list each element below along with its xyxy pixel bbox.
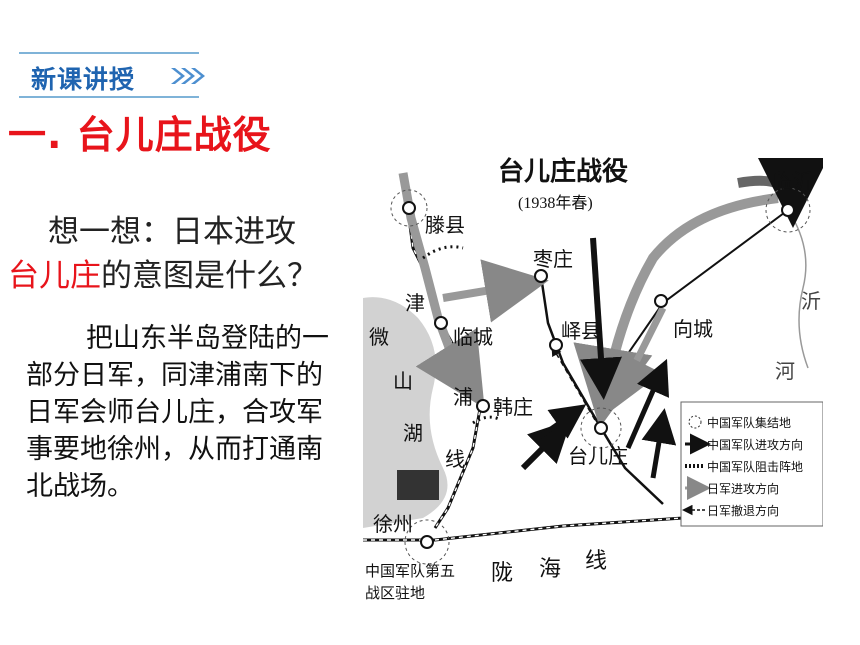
longhai-char-2: 海 [539, 556, 561, 581]
taierzhuang-dot [594, 421, 608, 435]
cn-attack-e [625, 358, 670, 450]
legend-label-4: 日军撤退方向 [707, 503, 779, 518]
label-lincheng: 临城 [453, 326, 493, 349]
yixian-dot [549, 338, 563, 352]
jp-retreat [551, 345, 596, 421]
tengxian-ring [390, 189, 428, 227]
label-zaozhuang: 枣庄 [533, 248, 573, 271]
label-taierzhuang: 台儿庄 [568, 445, 628, 468]
jinpu-char-2: 浦 [453, 386, 473, 409]
river-yi [787, 209, 809, 369]
label-yixian: 峄县 [561, 320, 601, 343]
map-subtitle: (1938年春) [518, 194, 593, 212]
label-tengxian: 滕县 [425, 214, 465, 237]
cn-attack-se [641, 408, 677, 479]
river-char-1: 沂 [801, 290, 821, 313]
jinpu-char-3: 线 [445, 448, 465, 471]
lake-char-2: 山 [393, 370, 413, 393]
lincheng-dot [434, 316, 448, 330]
longhai-char-1: 陇 [491, 560, 513, 585]
legend-label-3: 日军进攻方向 [707, 481, 779, 496]
linyi-ring [765, 187, 811, 233]
question-line-2: 台儿庄的意图是什么？ [8, 250, 318, 295]
xuzhou-dot [420, 535, 434, 549]
cn-attack-ne [737, 157, 823, 228]
badge-label: 新课讲授 [31, 65, 136, 94]
linyi-dot [781, 203, 795, 217]
lake-char-1: 微 [369, 326, 389, 349]
label-linyi: 临沂 [773, 170, 813, 193]
lake-dark-patch [397, 470, 439, 500]
section-heading: 一. 台儿庄战役 [8, 113, 272, 157]
double-chevron-icon [171, 68, 205, 84]
taierzhuang-ring [580, 407, 622, 449]
block-line-north [422, 245, 464, 260]
jp-advance-east [442, 259, 549, 323]
answer-paragraph: 把山东半岛登陆的一部分日军，同津浦南下的日军会师台儿庄，合攻军事要地徐州，从而打… [26, 320, 336, 505]
zaozhuang-dot [534, 269, 548, 283]
label-xuzhou: 徐州 [373, 513, 413, 536]
legend-label-0: 中国军队集结地 [707, 415, 791, 430]
longhai-char-3: 线 [585, 548, 607, 573]
map-title: 台儿庄战役 [498, 156, 628, 186]
cn-attack-w [536, 404, 587, 441]
jinpu-char-1: 津 [405, 292, 425, 315]
xuzhou-ring [404, 519, 450, 565]
badge-bottom-rule [19, 96, 199, 98]
legend-label-1: 中国军队进攻方向 [707, 437, 803, 452]
paragraph-text: 把山东半岛登陆的一部分日军，同津浦南下的日军会师台儿庄，合攻军事要地徐州，从而打… [26, 323, 329, 502]
dotted-circle-icon [688, 415, 702, 429]
legend-label-2: 中国军队阻击阵地 [707, 459, 803, 474]
label-hanzhuang: 韩庄 [493, 396, 533, 419]
tengxian-dot [402, 201, 416, 215]
lake-char-3: 湖 [403, 422, 423, 445]
battle-map: 台儿庄战役 (1938年春) 滕县 临沂 枣庄 峄县 向城 临城 韩庄 台儿庄 … [363, 156, 823, 602]
map-legend: 中国军队集结地 中国军队进攻方向 中国军队阻击阵地 日军进攻方向 日军撤退方向 [680, 401, 823, 527]
base-note-line1: 中国军队第五 [365, 562, 455, 580]
hanzhuang-dot [476, 399, 490, 413]
river-char-2: 河 [775, 360, 795, 383]
label-xiangcheng: 向城 [673, 318, 713, 341]
section-badge: 新课讲授 [19, 52, 205, 98]
jp-advance-xiangcheng [611, 306, 667, 411]
cn-attack-north [580, 237, 622, 400]
question-highlight: 台儿庄 [8, 258, 101, 294]
question-line-1: 想一想：日本进攻 [48, 214, 296, 250]
xiangcheng-dot [654, 294, 668, 308]
badge-top-rule [19, 52, 199, 54]
base-note-line2: 战区驻地 [365, 585, 425, 602]
question-rest: 的意图是什么？ [101, 258, 318, 294]
